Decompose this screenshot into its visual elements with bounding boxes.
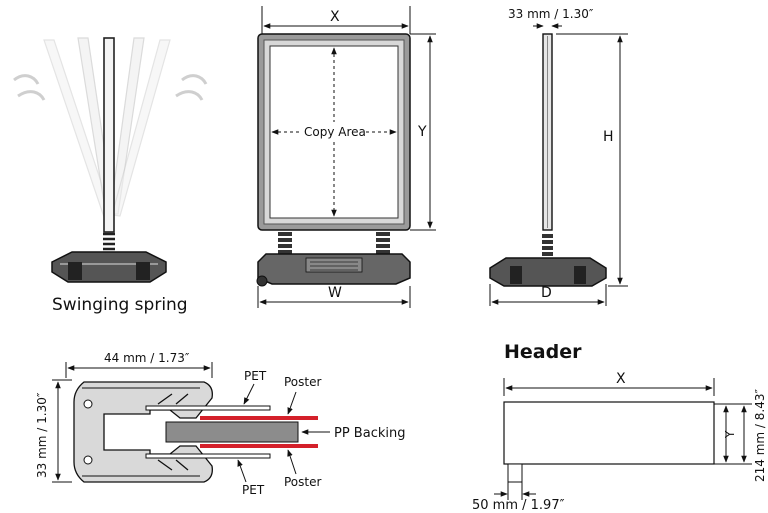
header-depth-label: 50 mm / 1.97″ — [472, 498, 565, 513]
side-base — [489, 257, 607, 287]
copy-area-label: Copy Area — [304, 125, 366, 139]
profile-height-label: 33 mm / 1.30″ — [35, 392, 49, 478]
main-pole — [103, 37, 115, 233]
profile-width-label: 44 mm / 1.73″ — [104, 351, 190, 365]
side-spring — [542, 234, 553, 256]
h-dimension-label: H — [603, 129, 614, 145]
pp-backing — [165, 421, 299, 443]
header-x-label: X — [616, 371, 626, 387]
header-section: Header X Y 214 mm / 8.43″ 50 mm / 1.97″ — [472, 341, 767, 513]
pet-sheet-bottom — [145, 453, 271, 459]
pet-bottom-label: PET — [242, 483, 265, 497]
w-dimension-label: W — [328, 285, 342, 301]
swinging-spring-label: Swinging spring — [52, 295, 188, 315]
profile-cross-section: 44 mm / 1.73″ 33 mm / 1.30″ PET Poster P… — [35, 351, 405, 497]
thickness-label: 33 mm / 1.30″ — [508, 7, 594, 21]
front-wheel-icon — [256, 275, 268, 287]
poster-bottom-label: Poster — [284, 475, 321, 489]
x-dimension-label: X — [330, 9, 340, 25]
pp-backing-label: PP Backing — [334, 426, 405, 441]
header-y-label: Y — [723, 430, 737, 439]
header-height-label: 214 mm / 8.43″ — [753, 389, 767, 482]
front-springs — [278, 232, 390, 254]
side-view: 33 mm / 1.30″ H D — [489, 7, 628, 306]
d-dimension-label: D — [541, 285, 552, 301]
header-box — [503, 401, 715, 465]
swinging-spring-illustration: Swinging spring — [13, 37, 208, 315]
motion-arcs — [13, 74, 208, 101]
pet-sheet-top — [145, 405, 271, 411]
pet-top-label: PET — [244, 369, 267, 383]
ghost-poles — [43, 37, 171, 218]
front-view: X Copy Area Y W — [256, 6, 436, 308]
header-connector — [507, 463, 523, 483]
spring — [103, 232, 115, 251]
poster-bottom — [200, 444, 318, 448]
y-dimension-label: Y — [417, 124, 427, 140]
poster-top-label: Poster — [284, 375, 321, 389]
header-title: Header — [504, 341, 582, 363]
poster-top — [200, 416, 318, 420]
